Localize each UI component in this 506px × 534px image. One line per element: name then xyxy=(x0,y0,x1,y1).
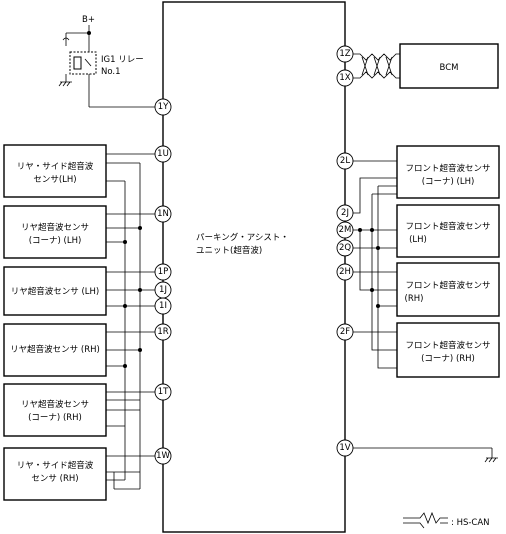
pin-1N: 1N xyxy=(154,205,172,223)
rear-side-sensor-rh-box xyxy=(3,447,107,501)
junction-dot xyxy=(370,288,374,292)
rear-sensor-2-line1: リヤ超音波センサ xyxy=(21,222,89,233)
svg-text:2H: 2H xyxy=(339,267,351,277)
front-sensor-2-line2: (LH) xyxy=(409,235,427,245)
rear-sensor-wiring xyxy=(106,153,163,490)
hs-can-wire xyxy=(345,53,400,61)
relay-switch-icon xyxy=(84,58,92,67)
svg-text:1T: 1T xyxy=(158,387,169,397)
pin-2L: 2L xyxy=(336,152,354,170)
svg-text:1Y: 1Y xyxy=(158,102,169,112)
rear-corner-sensor-rh-box xyxy=(3,383,107,437)
junction-dot xyxy=(123,364,127,368)
rear-sensor-1-line2: センサ(LH) xyxy=(33,175,76,185)
rear-corner-sensor-lh-box xyxy=(3,205,107,259)
front-corner-sensor-rh-box xyxy=(396,322,500,378)
rear-sensor-1-line1: リヤ・サイド超音波 xyxy=(17,161,94,172)
rear-sensor-rh-box xyxy=(3,323,107,377)
relay-label-line1: IG1 リレー xyxy=(101,55,144,65)
pin-2F: 2F xyxy=(336,323,354,341)
rear-sensor-5-line2: (コーナ) (RH) xyxy=(28,413,82,423)
front-sensor-3-line2: (RH) xyxy=(405,294,424,304)
rear-side-sensor-lh-box xyxy=(3,144,107,198)
rear-sensor-boxes xyxy=(3,144,107,501)
rear-sensor-6-line2: センサ (RH) xyxy=(31,474,78,484)
pin-1P: 1P xyxy=(154,263,172,281)
rear-sensor-2-line2: (コーナ) (LH) xyxy=(29,236,82,246)
svg-text:1W: 1W xyxy=(156,451,170,461)
front-sensor-rh-box xyxy=(396,262,500,317)
pin-1I: 1I xyxy=(154,297,172,315)
junction-dot xyxy=(123,304,127,308)
front-sensor-1-line1: フロント超音波センサ xyxy=(405,163,490,174)
front-sensor-3-line1: フロント超音波センサ xyxy=(405,280,490,291)
junction-dot xyxy=(123,240,127,244)
svg-text:1R: 1R xyxy=(157,327,168,337)
svg-text:1Z: 1Z xyxy=(339,49,350,59)
svg-text:2F: 2F xyxy=(340,327,350,337)
ground-icon xyxy=(58,81,72,87)
svg-text:1V: 1V xyxy=(339,443,350,453)
pin-1R: 1R xyxy=(154,323,172,341)
b-plus-label: B+ xyxy=(82,15,95,25)
ecu-label-line2: ユニット(超音波) xyxy=(196,245,262,256)
rear-sensor-5-line1: リヤ超音波センサ xyxy=(21,399,89,410)
parking-assist-unit-box xyxy=(162,1,346,533)
front-corner-sensor-lh-box xyxy=(396,145,500,199)
ecu-label-line1: パーキング・アシスト・ xyxy=(196,232,289,243)
ground-icon xyxy=(484,457,498,463)
rear-sensor-4-line1: リヤ超音波センサ (RH) xyxy=(10,344,100,355)
svg-text:2Q: 2Q xyxy=(339,243,351,253)
svg-text:1P: 1P xyxy=(158,267,169,277)
svg-text:2M: 2M xyxy=(339,225,352,235)
hs-can-legend-label: : HS-CAN xyxy=(451,518,490,528)
pin-1Z: 1Z xyxy=(336,45,354,63)
pin-1U: 1U xyxy=(154,145,172,163)
relay-symbol xyxy=(62,37,70,41)
svg-text:1U: 1U xyxy=(157,149,169,159)
bcm-box xyxy=(399,43,499,89)
front-sensor-boxes xyxy=(396,145,500,378)
pin-1X: 1X xyxy=(336,69,354,87)
svg-text:1N: 1N xyxy=(157,209,169,219)
svg-text:2J: 2J xyxy=(341,208,349,218)
svg-text:1I: 1I xyxy=(159,301,167,311)
pin-1V: 1V xyxy=(336,439,354,457)
rear-sensor-lh-box xyxy=(3,266,107,316)
junction-dot xyxy=(376,246,380,250)
pin-2J: 2J xyxy=(336,204,354,222)
pin-1J: 1J xyxy=(154,281,172,299)
junction-dot xyxy=(358,228,362,232)
svg-text:1J: 1J xyxy=(159,285,167,295)
junction-dot xyxy=(138,288,142,292)
front-sensor-lh-box xyxy=(396,204,500,258)
svg-text:1X: 1X xyxy=(339,73,350,83)
relay-coil-icon xyxy=(73,56,82,70)
rear-sensor-6-line1: リヤ・サイド超音波 xyxy=(17,460,94,471)
junction-dot xyxy=(370,228,374,232)
front-sensor-wiring xyxy=(345,160,397,369)
pin-1W: 1W xyxy=(154,447,172,465)
hs-can-wire xyxy=(345,71,400,79)
rear-sensor-3-line1: リヤ超音波センサ (LH) xyxy=(11,286,99,297)
front-sensor-1-line2: (コーナ) (LH) xyxy=(422,177,475,187)
svg-text:2L: 2L xyxy=(340,156,350,166)
junction-dot xyxy=(138,226,142,230)
relay-label-line2: No.1 xyxy=(101,67,121,77)
pin-1T: 1T xyxy=(154,383,172,401)
hs-can-legend: : HS-CAN xyxy=(403,511,490,529)
pin-1Y: 1Y xyxy=(154,98,172,116)
front-sensor-4-line2: (コーナ) (RH) xyxy=(421,354,475,364)
bcm-label: BCM xyxy=(440,63,459,73)
pin-2Q: 2Q xyxy=(336,239,354,257)
hs-can-twist xyxy=(361,56,393,76)
junction-dot xyxy=(138,348,142,352)
pin-2H: 2H xyxy=(336,263,354,281)
front-sensor-4-line1: フロント超音波センサ xyxy=(405,340,490,351)
pin-2M: 2M xyxy=(336,221,354,239)
front-sensor-2-line1: フロント超音波センサ xyxy=(405,221,490,232)
junction-dot xyxy=(376,304,380,308)
